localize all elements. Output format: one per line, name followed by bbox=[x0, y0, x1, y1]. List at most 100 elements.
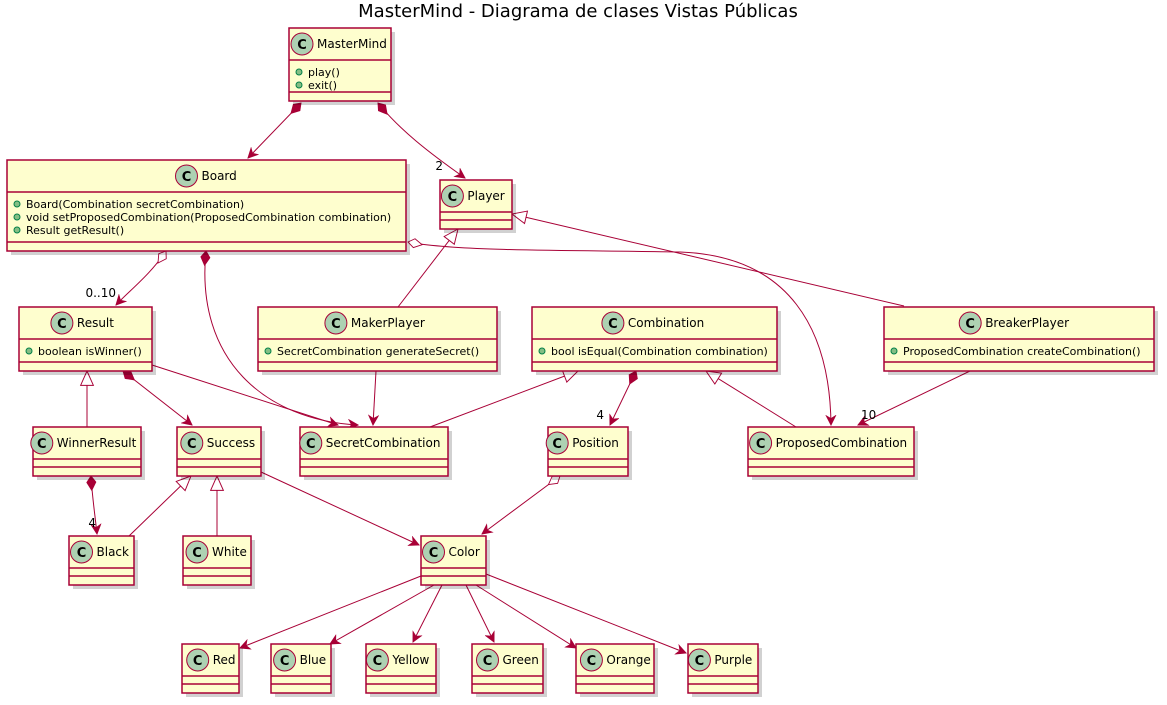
class-badge-icon: C bbox=[185, 540, 209, 564]
class-name: BreakerPlayer bbox=[985, 316, 1069, 330]
public-visibility-icon bbox=[13, 226, 21, 234]
class-member: bool isEqual(Combination combination) bbox=[551, 345, 768, 358]
svg-text:C: C bbox=[182, 170, 192, 185]
class-name: Green bbox=[503, 653, 539, 667]
class-badge-icon: C bbox=[175, 164, 198, 188]
public-visibility-icon bbox=[295, 81, 303, 89]
class-color: C Color bbox=[420, 535, 490, 589]
relation-board-proposedcombination-aggregation bbox=[408, 242, 831, 425]
multiplicity-label: 0..10 bbox=[85, 286, 116, 300]
class-badge-icon: C bbox=[545, 431, 569, 455]
public-visibility-icon bbox=[295, 68, 303, 76]
class-badge-icon: C bbox=[324, 311, 348, 335]
multiplicity-label: 4 bbox=[88, 516, 96, 530]
class-badge-icon: C bbox=[50, 311, 74, 335]
svg-text:C: C bbox=[756, 437, 766, 452]
class-badge-icon: C bbox=[958, 311, 982, 335]
svg-text:C: C bbox=[587, 654, 597, 669]
class-member: Result getResult() bbox=[26, 224, 124, 237]
class-name: Combination bbox=[628, 316, 704, 330]
class-badge-icon: C bbox=[365, 648, 389, 672]
relation-color-orange-association bbox=[475, 584, 576, 648]
relation-color-yellow-association bbox=[413, 584, 443, 642]
class-member: Board(Combination secretCombination) bbox=[26, 198, 244, 211]
class-name: White bbox=[212, 545, 247, 559]
class-badge-icon: C bbox=[299, 431, 323, 455]
class-badge-icon: C bbox=[422, 540, 445, 564]
public-visibility-icon bbox=[890, 347, 898, 355]
relation-color-purple-association bbox=[485, 573, 686, 653]
class-member: play() bbox=[308, 66, 340, 79]
relation-position-color-aggregation bbox=[482, 476, 560, 534]
class-badge-icon: C bbox=[687, 648, 711, 672]
public-visibility-icon bbox=[25, 347, 33, 355]
svg-text:C: C bbox=[695, 654, 705, 669]
class-member: ProposedCombination createCombination() bbox=[903, 345, 1141, 358]
class-name: Position bbox=[572, 436, 619, 450]
relation-breakerplayer-proposedcombination-association bbox=[858, 370, 971, 425]
svg-text:C: C bbox=[965, 317, 975, 332]
relation-color-green-association bbox=[465, 584, 494, 642]
class-name: Board bbox=[202, 169, 237, 183]
relation-breakerplayer-player-inheritance bbox=[512, 214, 905, 307]
svg-text:C: C bbox=[37, 437, 47, 452]
svg-text:C: C bbox=[429, 546, 439, 561]
class-badge-icon: C bbox=[180, 431, 204, 455]
svg-text:C: C bbox=[552, 437, 562, 452]
relation-secretcombination-combination-inheritance bbox=[429, 371, 578, 428]
class-name: SecretCombination bbox=[326, 436, 441, 450]
relation-makerplayer-player-inheritance bbox=[397, 229, 458, 308]
multiplicity-label: 10 bbox=[861, 408, 876, 422]
class-badge-icon: C bbox=[601, 311, 625, 335]
public-visibility-icon bbox=[264, 347, 272, 355]
class-member: void setProposedCombination(ProposedComb… bbox=[26, 211, 391, 224]
public-visibility-icon bbox=[13, 213, 21, 221]
class-badge-icon: C bbox=[273, 648, 297, 672]
svg-text:C: C bbox=[608, 317, 618, 332]
relation-mastermind-board-composition bbox=[248, 103, 301, 158]
relation-color-blue-association bbox=[330, 584, 435, 644]
class-name: WinnerResult bbox=[57, 436, 137, 450]
svg-text:C: C bbox=[193, 654, 203, 669]
class-position: C Position bbox=[545, 426, 632, 480]
svg-text:C: C bbox=[331, 317, 341, 332]
svg-text:C: C bbox=[187, 437, 197, 452]
class-badge-icon: C bbox=[30, 431, 54, 455]
class-badge-icon: C bbox=[749, 431, 773, 455]
relations bbox=[87, 103, 971, 653]
class-badge-icon: C bbox=[440, 184, 464, 208]
class-name: Blue bbox=[300, 653, 327, 667]
class-badge-icon: C bbox=[579, 648, 603, 672]
class-badge-icon: C bbox=[186, 648, 210, 672]
relation-result-success-composition bbox=[123, 371, 192, 425]
class-name: Result bbox=[77, 316, 114, 330]
svg-text:C: C bbox=[57, 317, 67, 332]
relation-board-result-aggregation bbox=[116, 251, 166, 305]
relation-mastermind-player-composition bbox=[378, 103, 465, 178]
class-badge-icon: C bbox=[476, 648, 499, 672]
multiplicity-label: 4 bbox=[596, 408, 604, 422]
class-name: Color bbox=[449, 545, 480, 559]
class-name: MasterMind bbox=[317, 37, 387, 51]
relation-color-red-association bbox=[240, 575, 422, 648]
relation-success-color-association bbox=[260, 471, 419, 545]
svg-text:C: C bbox=[448, 190, 458, 205]
relation-winnerresult-black-composition bbox=[91, 476, 97, 534]
class-combination: C Combination bool isEqual(Combination com… bbox=[531, 306, 781, 375]
class-member: boolean isWinner() bbox=[38, 345, 142, 358]
